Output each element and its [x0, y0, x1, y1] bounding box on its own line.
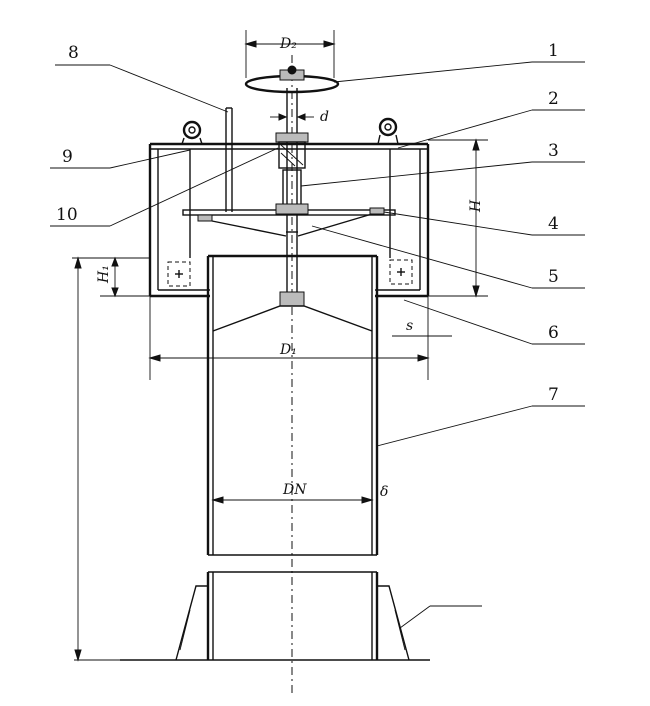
valve-disc	[212, 291, 373, 332]
callout-2: 2	[548, 89, 559, 109]
dimension-overall-height	[72, 256, 150, 662]
spindle	[286, 88, 298, 292]
callout-6: 6	[548, 323, 559, 343]
callout-1: 1	[548, 41, 559, 61]
dimension-dn-label: DN	[282, 482, 307, 498]
dimension-d	[270, 113, 314, 121]
tie-rods	[211, 213, 373, 237]
gland-packing	[275, 132, 309, 169]
dimension-s-label: s	[406, 318, 413, 334]
cover-housing	[148, 142, 430, 298]
dimension-d-label: d	[320, 109, 329, 125]
callout-3: 3	[548, 141, 559, 161]
callout-8: 8	[68, 43, 79, 63]
dimension-d2-label: D₂	[279, 36, 297, 52]
crossbar	[182, 203, 396, 222]
dimension-d1	[148, 296, 430, 380]
dimension-delta-label: δ	[380, 484, 388, 500]
dimension-d1-label: D₁	[279, 342, 297, 358]
lifting-eye-right	[377, 117, 399, 145]
callout-10: 10	[56, 205, 78, 225]
pipe-body	[206, 254, 379, 556]
leader-lines	[50, 61, 585, 629]
dimension-d2	[244, 30, 336, 78]
dimension-h-label: H	[468, 199, 484, 213]
callout-5: 5	[548, 267, 559, 287]
support-base	[120, 585, 430, 661]
callout-7: 7	[548, 385, 559, 405]
dimension-dn	[211, 496, 374, 504]
float-box-right	[389, 259, 413, 285]
lifting-eye-left	[181, 120, 203, 145]
float-box-left	[167, 261, 191, 287]
dimension-h1-label: H₁	[96, 265, 112, 284]
callout-4: 4	[548, 214, 559, 234]
guide-rod	[225, 107, 233, 212]
dimension-h	[428, 138, 488, 298]
callout-9: 9	[62, 147, 73, 167]
handwheel	[244, 65, 340, 94]
